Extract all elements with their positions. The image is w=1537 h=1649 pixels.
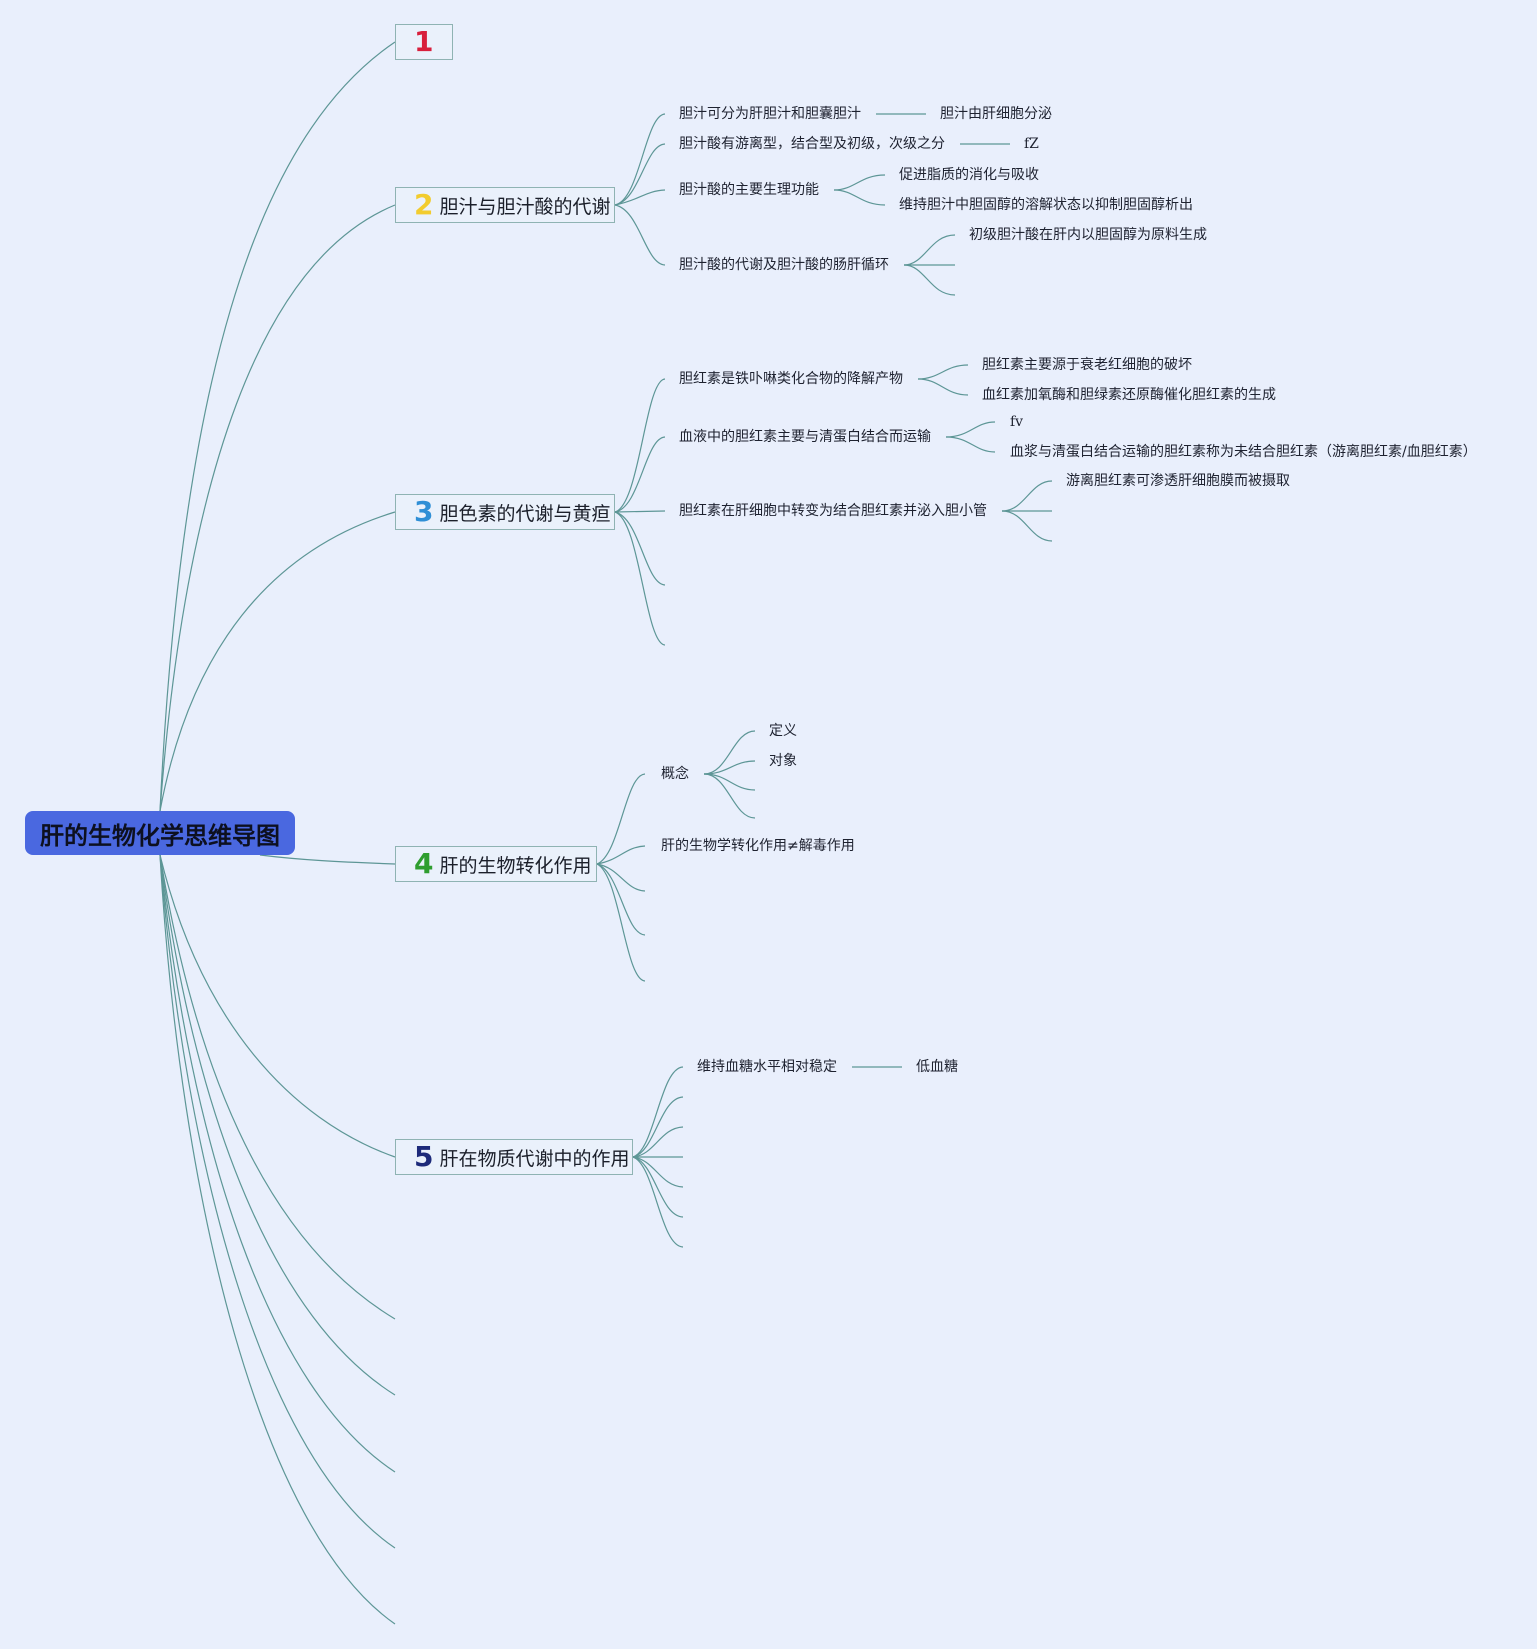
connector-b4-3 (596, 863, 646, 892)
b2-subtopic-2[interactable]: 胆汁酸有游离型，结合型及初级，次级之分 (679, 136, 945, 152)
branch-2-label: 胆汁与胆汁酸的代谢 (439, 195, 611, 218)
connector-root-e2 (159, 854, 396, 1396)
branch-4[interactable]: 4 肝的生物转化作用 (395, 846, 597, 882)
connector-b4-4 (596, 863, 646, 936)
branch-5-label: 肝在物质代谢中的作用 (439, 1147, 630, 1170)
branch-2-number: 2 (414, 188, 434, 221)
branch-2[interactable]: 2 胆汁与胆汁酸的代谢 (395, 187, 615, 223)
connector-b2-4 (614, 204, 666, 266)
root-title: 肝的生物化学思维导图 (40, 821, 280, 850)
connector-b5-6 (632, 1156, 684, 1218)
b2-subtopic-3[interactable]: 胆汁酸的主要生理功能 (679, 182, 819, 198)
b3-subtopic-1-detail-1[interactable]: 胆红素主要源于衰老红细胞的破坏 (982, 357, 1192, 373)
b5-subtopic-1-detail[interactable]: 低血糖 (916, 1059, 958, 1075)
connector-b4-1 (596, 773, 646, 865)
connector-root-b4 (259, 854, 396, 865)
connector-root-e1 (159, 854, 396, 1320)
branch-4-label: 肝的生物转化作用 (439, 854, 592, 877)
connector-b3-2-1 (945, 421, 996, 438)
connector-b3-4 (614, 511, 666, 586)
connector-b4-1-4 (703, 773, 756, 819)
connector-b2-4-1 (903, 234, 956, 266)
connector-b3-1-1 (917, 364, 969, 380)
connector-b5-7 (632, 1156, 684, 1248)
connector-b2-3-1 (833, 174, 886, 191)
branch-3[interactable]: 3 胆色素的代谢与黄疸 (395, 494, 615, 530)
b3-subtopic-1[interactable]: 胆红素是铁卟啉类化合物的降解产物 (679, 371, 903, 387)
connector-b3-1 (614, 378, 666, 513)
b2-subtopic-1-detail[interactable]: 胆汁由肝细胞分泌 (940, 106, 1052, 122)
connector-root-e4 (159, 854, 396, 1549)
b2-subtopic-3-detail-2[interactable]: 维持胆汁中胆固醇的溶解状态以抑制胆固醇析出 (899, 197, 1193, 213)
b4-subtopic-1-detail-1[interactable]: 定义 (769, 723, 797, 739)
connector-b3-2 (614, 436, 666, 513)
branch-5-number: 5 (414, 1140, 434, 1173)
connector-b3-1-2 (917, 378, 969, 396)
connector-b4-1-2 (703, 760, 756, 775)
b2-subtopic-3-detail-1[interactable]: 促进脂质的消化与吸收 (899, 167, 1039, 183)
connector-b2-1 (614, 113, 666, 206)
branch-4-number: 4 (414, 847, 434, 880)
connector-b3-3-3 (1001, 510, 1053, 542)
connector-b2-2 (614, 143, 666, 206)
connector-b3-3 (614, 510, 666, 513)
connector-root-b3 (159, 511, 396, 812)
b4-subtopic-1[interactable]: 概念 (661, 766, 689, 782)
branch-5[interactable]: 5 肝在物质代谢中的作用 (395, 1139, 633, 1175)
b4-subtopic-1-detail-2[interactable]: 对象 (769, 753, 797, 769)
connector-root-b5 (159, 854, 396, 1158)
b4-subtopic-2[interactable]: 肝的生物学转化作用≠解毒作用 (661, 838, 855, 854)
b3-subtopic-2[interactable]: 血液中的胆红素主要与清蛋白结合而运输 (679, 429, 931, 445)
connector-b3-3-1 (1001, 480, 1053, 512)
b5-subtopic-1[interactable]: 维持血糖水平相对稳定 (697, 1059, 837, 1075)
b3-subtopic-2-detail-1[interactable]: fv (1010, 414, 1024, 430)
connector-b4-2 (596, 845, 646, 865)
connector-b2-3 (614, 189, 666, 206)
b3-subtopic-3[interactable]: 胆红素在肝细胞中转变为结合胆红素并泌入胆小管 (679, 503, 987, 519)
b2-subtopic-4[interactable]: 胆汁酸的代谢及胆汁酸的肠肝循环 (679, 257, 889, 273)
b3-subtopic-3-detail-1[interactable]: 游离胆红素可渗透肝细胞膜而被摄取 (1066, 473, 1290, 489)
connector-b5-3 (632, 1126, 684, 1158)
b2-subtopic-4-detail-1[interactable]: 初级胆汁酸在肝内以胆固醇为原料生成 (969, 227, 1207, 243)
branch-1-number: 1 (414, 25, 434, 58)
connector-b4-1-1 (703, 730, 756, 775)
connector-root-e5 (159, 854, 396, 1625)
root-topic[interactable]: 肝的生物化学思维导图 (25, 811, 295, 855)
b3-subtopic-2-detail-2[interactable]: 血浆与清蛋白结合运输的胆红素称为未结合胆红素（游离胆红素/血胆红素） (1010, 444, 1477, 460)
connector-b4-5 (596, 863, 646, 982)
connector-b3-2-2 (945, 436, 996, 453)
branch-3-label: 胆色素的代谢与黄疸 (439, 502, 611, 525)
b3-subtopic-1-detail-2[interactable]: 血红素加氧酶和胆绿素还原酶催化胆红素的生成 (982, 387, 1276, 403)
b2-subtopic-2-detail[interactable]: fZ (1024, 136, 1039, 152)
connector-b2-3-2 (833, 189, 886, 206)
branch-3-number: 3 (414, 495, 434, 528)
connector-b3-5 (614, 511, 666, 646)
connector-root-e3 (159, 854, 396, 1473)
connector-b5-5 (632, 1156, 684, 1188)
connector-b2-4-3 (903, 264, 956, 296)
connector-root-b1 (159, 41, 396, 812)
connector-b5-1 (632, 1066, 684, 1158)
connector-b4-1-3 (703, 773, 756, 791)
connector-b5-2 (632, 1096, 684, 1158)
b2-subtopic-1[interactable]: 胆汁可分为肝胆汁和胆囊胆汁 (679, 106, 861, 122)
connector-root-b2 (159, 204, 396, 812)
branch-1[interactable]: 1 (395, 24, 453, 60)
